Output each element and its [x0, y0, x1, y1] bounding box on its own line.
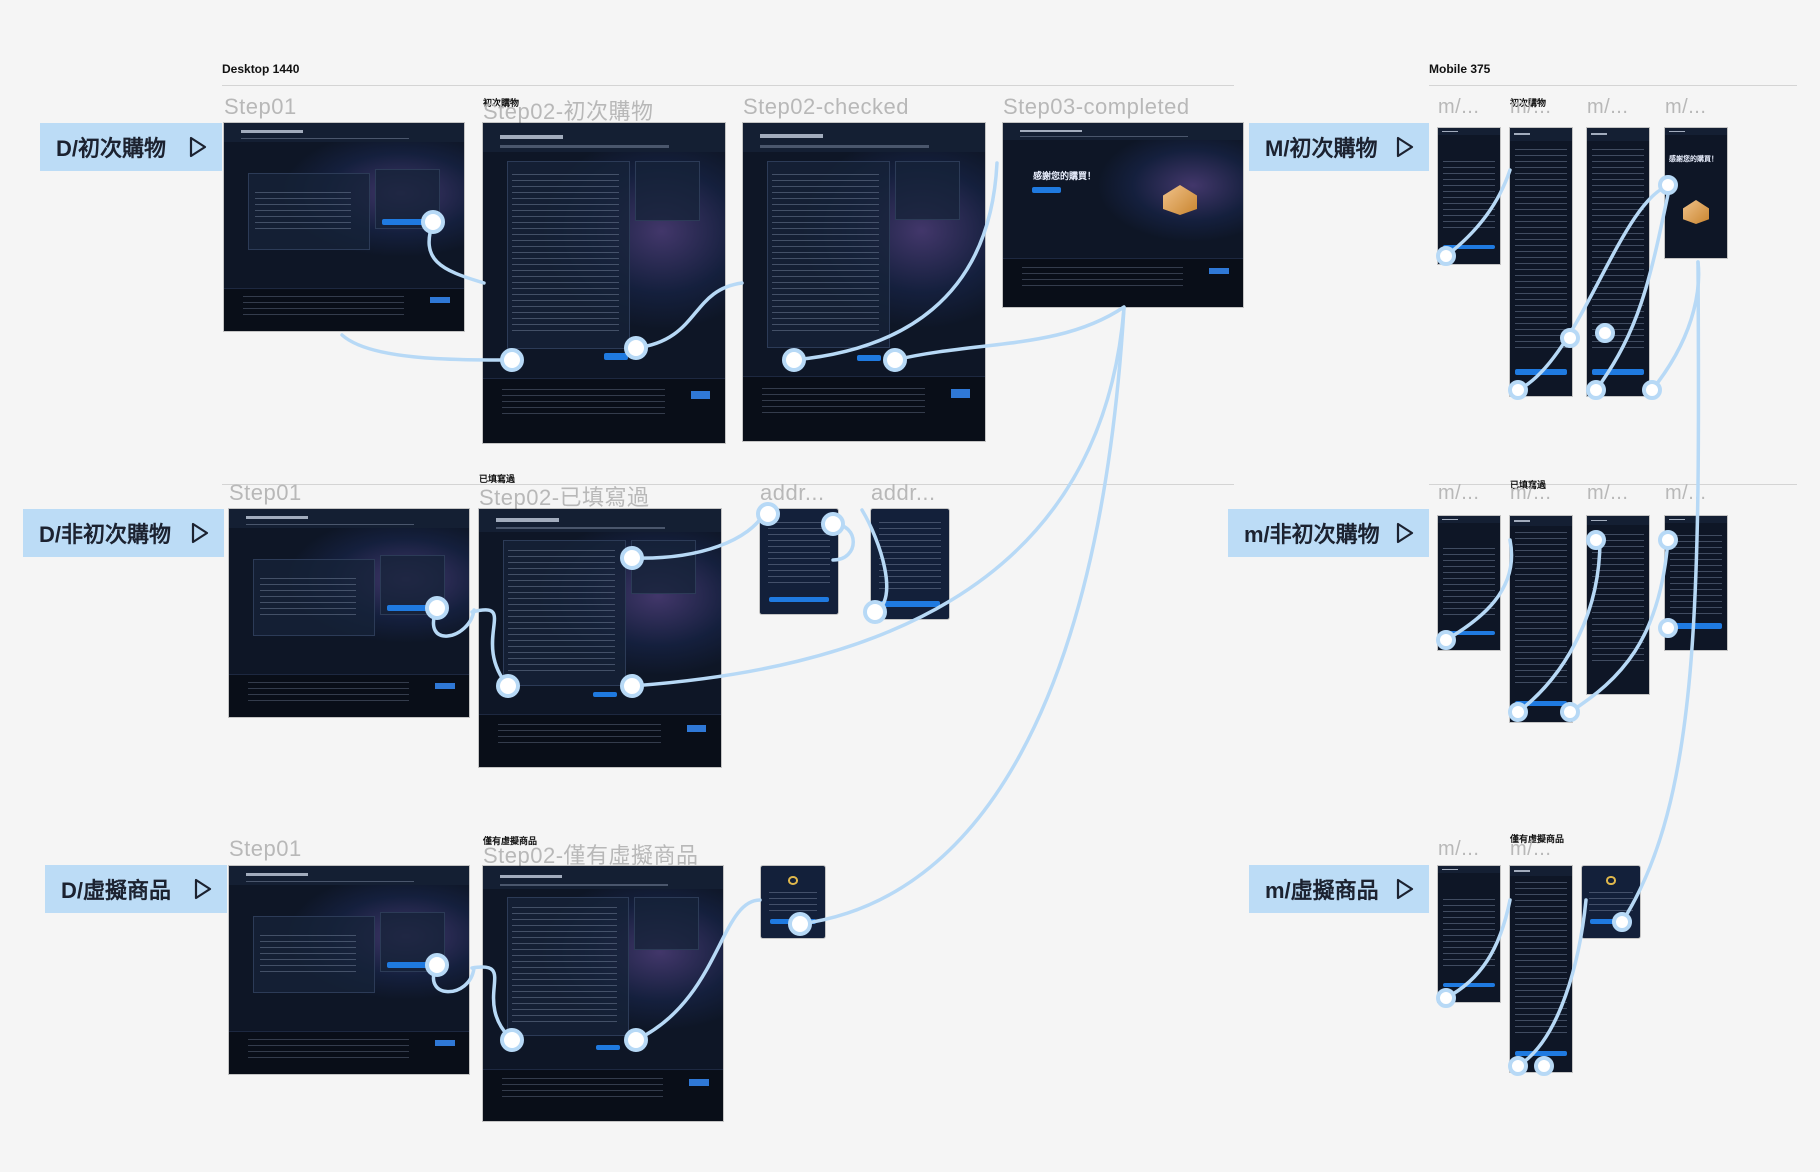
- frame-d-step03-completed[interactable]: 感謝您的購買！: [1003, 123, 1243, 307]
- warning-icon: [787, 876, 799, 885]
- flow-start-d-first[interactable]: D/初次購物: [40, 123, 222, 171]
- frame-title: Step01: [229, 836, 302, 861]
- completion-illustration: [1683, 200, 1709, 224]
- frame-title: m/...: [1510, 838, 1552, 860]
- frame-title: m/...: [1438, 482, 1480, 504]
- frame-m-returning-4[interactable]: [1665, 516, 1727, 650]
- frame-m-returning-1[interactable]: [1438, 516, 1500, 650]
- frame-title: Step02-僅有虛擬商品: [483, 843, 699, 868]
- frame-title: m/...: [1587, 96, 1629, 118]
- frame-d-address-modal-2[interactable]: [871, 509, 949, 619]
- frame-sublabel: 初次購物: [483, 98, 520, 108]
- play-triangle-icon: [194, 878, 212, 900]
- frame-title: m/...: [1510, 482, 1552, 504]
- frame-m-returning-2[interactable]: [1510, 516, 1572, 722]
- flow-start-label: D/非初次購物: [39, 522, 172, 547]
- frame-title: m/...: [1438, 838, 1480, 860]
- play-triangle-icon: [1396, 522, 1414, 544]
- frame-sublabel: 僅有虛擬商品: [1510, 834, 1565, 844]
- frame-m-first-2[interactable]: [1510, 128, 1572, 396]
- frame-sublabel: 已填寫過: [479, 474, 516, 484]
- frame-title: Step02-已填寫過: [479, 485, 650, 510]
- play-triangle-icon: [191, 522, 209, 544]
- flow-start-label: D/初次購物: [56, 136, 167, 161]
- frame-title: Step02-初次購物: [483, 99, 654, 124]
- section-label-mobile: Mobile 375: [1429, 62, 1491, 76]
- frame-d-step01-returning[interactable]: [229, 509, 469, 717]
- flow-start-m-virtual[interactable]: m/虛擬商品: [1249, 865, 1429, 913]
- frame-title: Step01: [224, 94, 297, 119]
- frame-m-first-1[interactable]: [1438, 128, 1500, 264]
- frame-m-virtual-notice-modal[interactable]: [1582, 866, 1640, 938]
- section-divider: [1429, 85, 1797, 86]
- section-divider: [222, 484, 1234, 485]
- frame-title: addr...: [760, 480, 825, 505]
- frame-d-step02-checked[interactable]: [743, 123, 985, 441]
- section-divider: [1429, 484, 1797, 485]
- flow-start-m-first[interactable]: M/初次購物: [1249, 123, 1429, 171]
- frame-title: Step01: [229, 480, 302, 505]
- frame-title: m/...: [1438, 96, 1480, 118]
- frame-title: Step03-completed: [1003, 94, 1190, 119]
- frame-title: Step02-checked: [743, 94, 909, 119]
- frame-title: m/...: [1665, 96, 1707, 118]
- frame-d-step01-virtual[interactable]: [229, 866, 469, 1074]
- prototype-connection: [1650, 260, 1701, 392]
- play-triangle-icon: [189, 136, 207, 158]
- frame-d-address-modal-1[interactable]: [760, 509, 838, 614]
- play-triangle-icon: [1396, 136, 1414, 158]
- frame-sublabel: 初次購物: [1510, 98, 1547, 108]
- frame-title: m/...: [1587, 482, 1629, 504]
- frame-title: addr...: [871, 480, 936, 505]
- frame-d-step02-virtual[interactable]: [483, 866, 723, 1121]
- frame-sublabel: 僅有虛擬商品: [483, 836, 538, 846]
- frame-m-first-completed[interactable]: 感謝您的購買！: [1665, 128, 1727, 258]
- frame-d-virtual-notice-modal[interactable]: [761, 866, 825, 938]
- frame-d-step02-filled[interactable]: [479, 509, 721, 767]
- frame-d-step02-first[interactable]: [483, 123, 725, 443]
- completion-message: 感謝您的購買！: [1669, 156, 1718, 163]
- frame-m-virtual-2[interactable]: [1510, 866, 1572, 1072]
- frame-m-first-3[interactable]: [1587, 128, 1649, 396]
- section-label-desktop: Desktop 1440: [222, 62, 300, 76]
- flow-start-label: D/虛擬商品: [61, 878, 172, 903]
- section-divider: [222, 85, 1234, 86]
- flow-start-d-virtual[interactable]: D/虛擬商品: [45, 865, 227, 913]
- frame-m-returning-3[interactable]: [1587, 516, 1649, 694]
- frame-title: m/...: [1510, 96, 1552, 118]
- flow-start-label: m/非初次購物: [1244, 522, 1380, 547]
- frame-title: m/...: [1665, 482, 1707, 504]
- frame-sublabel: 已填寫過: [1510, 480, 1547, 490]
- frame-m-virtual-1[interactable]: [1438, 866, 1500, 1002]
- flow-start-d-returning[interactable]: D/非初次購物: [23, 509, 224, 557]
- warning-icon: [1606, 876, 1616, 885]
- completion-message: 感謝您的購買！: [1033, 171, 1097, 181]
- flow-start-label: m/虛擬商品: [1265, 878, 1379, 903]
- play-triangle-icon: [1396, 878, 1414, 900]
- flow-start-m-returning[interactable]: m/非初次購物: [1228, 509, 1429, 557]
- flow-start-label: M/初次購物: [1265, 136, 1378, 161]
- frame-d-step01[interactable]: [224, 123, 464, 331]
